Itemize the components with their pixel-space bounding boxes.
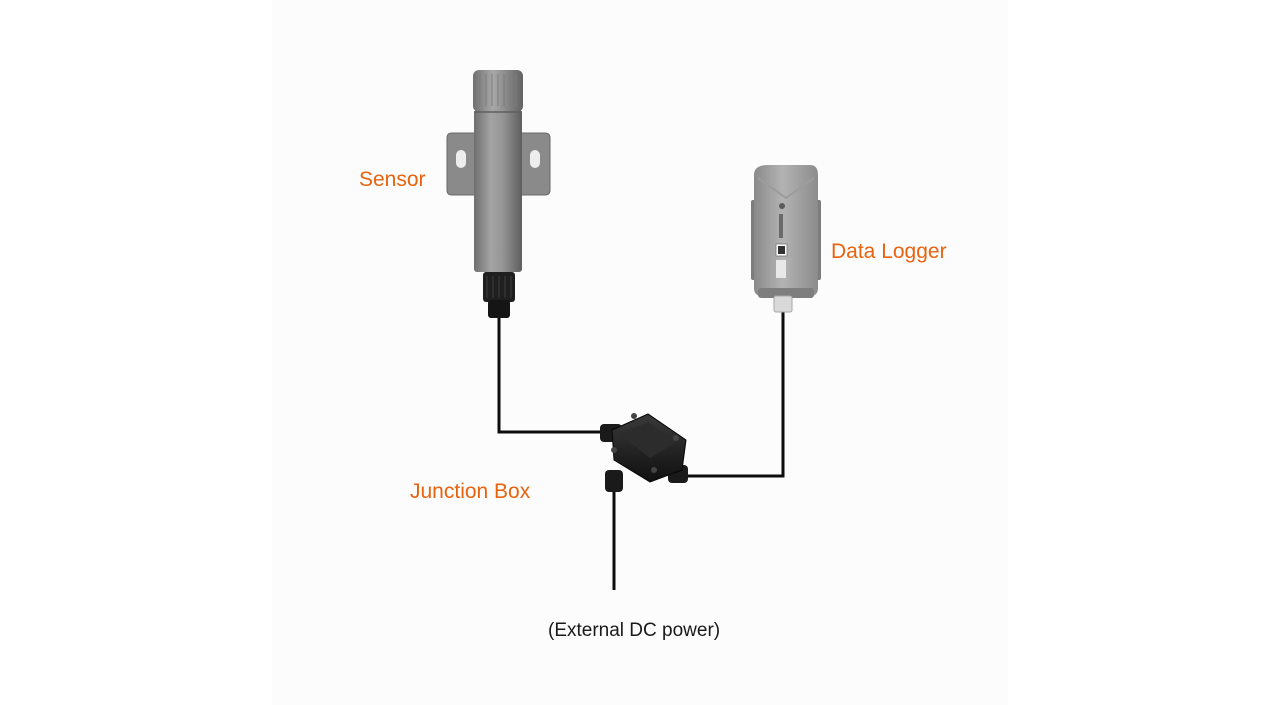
junction-screw-3 [611,447,617,453]
logger-info-sticker [776,260,786,278]
junction-box [600,413,688,492]
data-logger-label: Data Logger [831,240,947,263]
diagram-background [272,0,1008,705]
data-logger-cable [680,312,785,478]
junction-screw-1 [631,413,637,419]
sensor-cable [497,318,615,434]
junction-box-label: Junction Box [410,480,531,503]
data-logger-device [751,165,821,313]
cables [497,312,785,590]
logger-cable-connector [773,295,793,313]
logger-logo-icon [779,203,785,209]
sensor-label: Sensor [359,168,426,191]
junction-gland-bottom [605,470,623,492]
sensor-body [474,110,522,272]
power-label: (External DC power) [548,620,721,641]
bracket-hole-right [530,150,540,168]
bracket-hole-left [456,150,466,168]
logger-body [754,165,818,296]
junction-screw-4 [651,467,657,473]
sensor-device [446,70,551,318]
junction-screw-2 [673,435,679,441]
